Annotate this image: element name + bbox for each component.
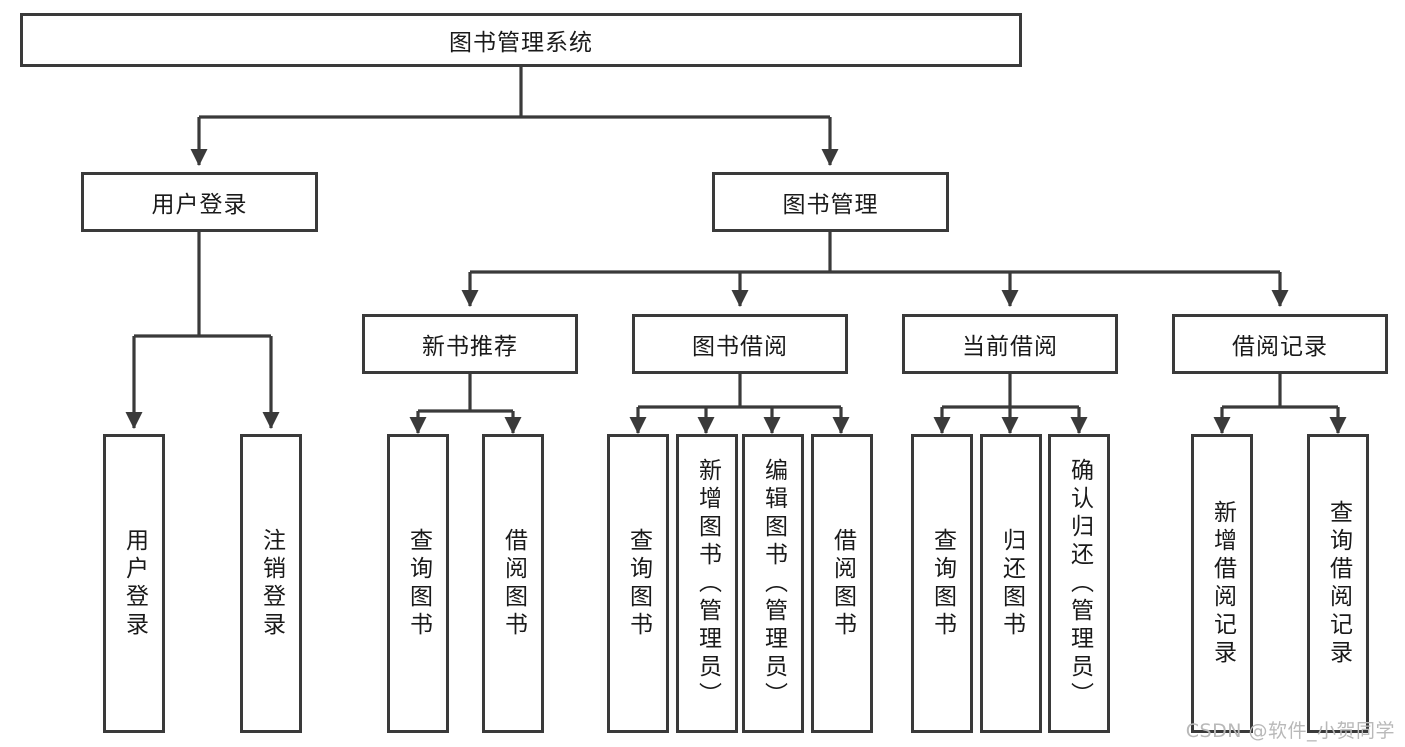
node-label: 新增借阅记录 (1209, 499, 1236, 668)
node-label: 归还图书 (998, 527, 1025, 640)
node-leaf-query-book-current[interactable]: 查询图书 (911, 434, 973, 733)
node-leaf-borrow-book[interactable]: 借阅图书 (811, 434, 873, 733)
node-current-borrow[interactable]: 当前借阅 (902, 314, 1118, 374)
node-label: 编辑图书（管理员） (760, 457, 787, 710)
node-borrow-record[interactable]: 借阅记录 (1172, 314, 1388, 374)
node-label: 借阅图书 (829, 527, 856, 640)
node-label: 图书管理系统 (449, 30, 593, 56)
node-label: 查询图书 (929, 527, 956, 640)
node-label: 查询借阅记录 (1325, 499, 1352, 668)
node-leaf-query-book-recommend[interactable]: 查询图书 (387, 434, 449, 733)
node-book-borrow[interactable]: 图书借阅 (632, 314, 848, 374)
node-book-management[interactable]: 图书管理 (712, 172, 949, 232)
node-label: 新增图书（管理员） (694, 457, 721, 710)
node-leaf-add-book-admin[interactable]: 新增图书（管理员） (676, 434, 738, 733)
node-leaf-add-borrow-record[interactable]: 新增借阅记录 (1191, 434, 1253, 733)
node-label: 用户登录 (151, 192, 248, 218)
node-leaf-edit-book-admin[interactable]: 编辑图书（管理员） (742, 434, 804, 733)
node-label: 用户登录 (121, 527, 148, 640)
node-root-book-management-system[interactable]: 图书管理系统 (20, 13, 1022, 67)
node-label: 图书借阅 (692, 334, 788, 360)
node-label: 当前借阅 (962, 334, 1058, 360)
node-label: 借阅图书 (500, 527, 527, 640)
node-leaf-borrow-book-recommend[interactable]: 借阅图书 (482, 434, 544, 733)
watermark: CSDN @软件_小贺同学 (1185, 720, 1395, 742)
node-label: 借阅记录 (1232, 334, 1328, 360)
node-label: 图书管理 (782, 192, 879, 218)
node-leaf-return-book[interactable]: 归还图书 (980, 434, 1042, 733)
node-new-book-recommend[interactable]: 新书推荐 (362, 314, 578, 374)
node-leaf-query-borrow-record[interactable]: 查询借阅记录 (1307, 434, 1369, 733)
node-label: 新书推荐 (422, 334, 518, 360)
node-user-login[interactable]: 用户登录 (81, 172, 318, 232)
node-label: 查询图书 (405, 527, 432, 640)
node-label: 确认归还（管理员） (1066, 457, 1093, 710)
node-label: 注销登录 (258, 527, 285, 640)
node-leaf-confirm-return-admin[interactable]: 确认归还（管理员） (1048, 434, 1110, 733)
node-label: 查询图书 (625, 527, 652, 640)
node-leaf-logout-login[interactable]: 注销登录 (240, 434, 302, 733)
node-leaf-user-login[interactable]: 用户登录 (103, 434, 165, 733)
node-leaf-query-book-borrow[interactable]: 查询图书 (607, 434, 669, 733)
